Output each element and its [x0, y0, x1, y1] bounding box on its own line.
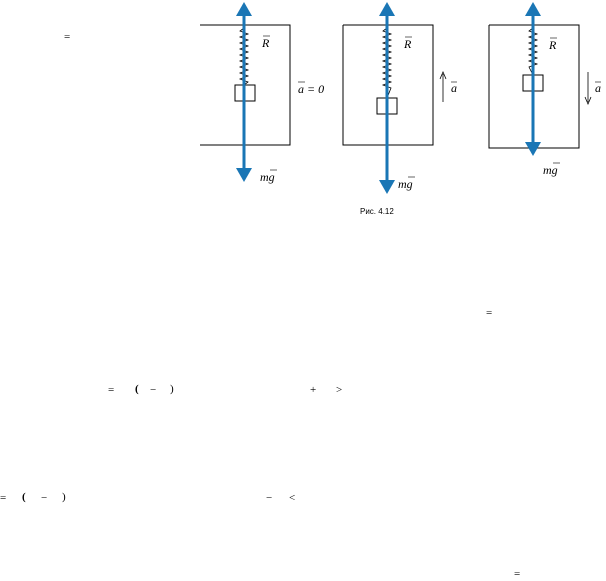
minus-sign: −: [41, 492, 48, 504]
weight-label: mg: [543, 163, 558, 177]
reaction-label: R: [403, 37, 412, 51]
accel-label: a: [595, 81, 601, 95]
close-paren: ): [62, 491, 66, 503]
reaction-label: R: [548, 38, 557, 52]
equals-sign: =: [64, 31, 71, 43]
minus-sign: −: [266, 492, 273, 504]
equals-sign: =: [108, 384, 115, 396]
figure-caption: Рис. 4.12: [360, 207, 394, 216]
panel-at-rest: R mg a = 0: [200, 2, 324, 184]
equals-sign: =: [514, 568, 521, 580]
spring-scale-figure: R mg a = 0 R mg a R mg: [200, 2, 601, 194]
plus-sign: +: [310, 384, 317, 396]
minus-sign: −: [150, 384, 157, 396]
weight-label: mg: [260, 170, 275, 184]
equals-sign: =: [486, 307, 493, 319]
equals-sign: =: [0, 492, 7, 504]
panel-accel-down: R mg a: [488, 2, 601, 177]
close-paren: ): [170, 383, 174, 395]
accel-label: a = 0: [298, 82, 324, 96]
accel-label: a: [451, 81, 457, 95]
weight-label: mg: [398, 177, 413, 191]
greater-than-sign: >: [336, 384, 343, 396]
panel-accel-up: R mg a: [342, 2, 457, 194]
open-paren: (: [22, 491, 26, 503]
open-paren: (: [135, 383, 139, 395]
less-than-sign: <: [289, 492, 296, 504]
reaction-label: R: [261, 36, 270, 50]
